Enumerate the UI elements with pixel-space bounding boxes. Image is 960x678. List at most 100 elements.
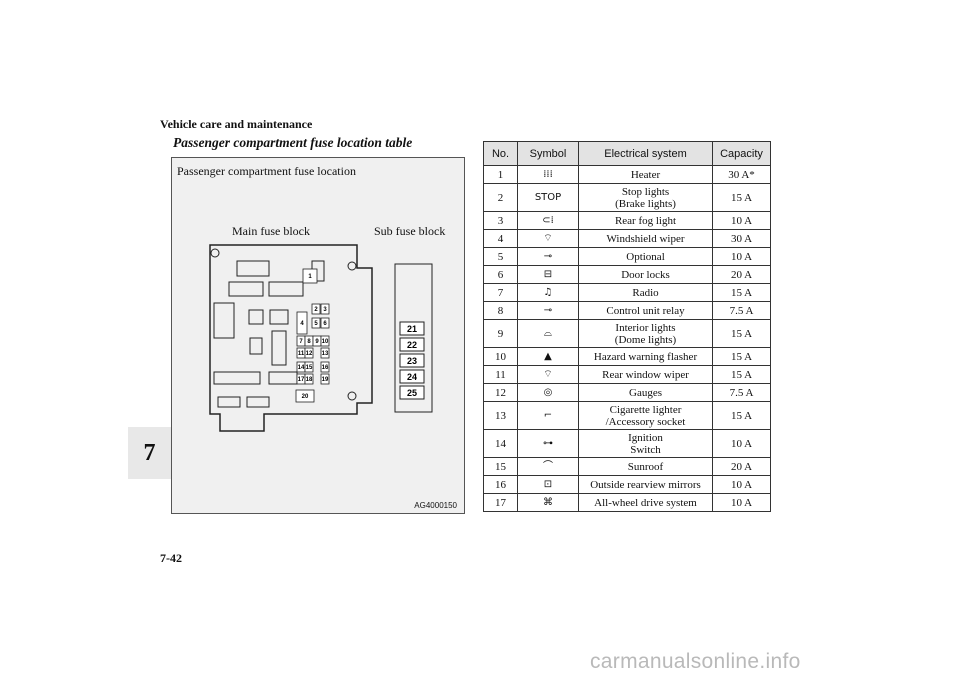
fuse-number: 6 <box>483 265 518 284</box>
main-fuse-number: 2 <box>314 307 318 313</box>
sub-fuse-number: 23 <box>407 356 417 366</box>
main-fuse-slot <box>320 303 330 315</box>
sub-fuse-slot <box>399 337 425 352</box>
sub-fuse-slot <box>399 353 425 368</box>
connector-slot <box>246 396 270 408</box>
main-fuse-slot <box>320 317 330 329</box>
sub-fuse-slot <box>399 385 425 400</box>
connector-slot <box>213 371 261 385</box>
connector-slot <box>217 396 241 408</box>
stop-icon: STOP <box>517 183 579 212</box>
capacity: 10 A <box>712 493 771 512</box>
fuse-number: 1 <box>483 165 518 184</box>
main-fuse-number: 18 <box>306 377 313 383</box>
fuse-number: 8 <box>483 301 518 320</box>
main-fuse-number: 19 <box>322 377 329 383</box>
plug-icon: ⊸ <box>517 247 579 266</box>
main-fuse-number: 12 <box>306 351 313 357</box>
main-fuse-number: 10 <box>322 339 329 345</box>
mount-hole <box>347 261 357 271</box>
fuse-number: 12 <box>483 383 518 402</box>
door-lock-icon: ⊟ <box>517 265 579 284</box>
connector-slot <box>268 371 298 385</box>
fuse-number: 16 <box>483 475 518 494</box>
dome-light-icon: ⌓ <box>517 319 579 348</box>
hazard-icon: ▲ <box>517 347 579 366</box>
capacity: 20 A <box>712 265 771 284</box>
sub-fuse-number: 22 <box>407 340 417 350</box>
heater-icon: ⁞⁞⁞ <box>517 165 579 184</box>
capacity: 7.5 A <box>712 383 771 402</box>
connector-slot <box>248 309 264 325</box>
capacity: 10 A <box>712 247 771 266</box>
main-fuse-number: 4 <box>300 321 304 327</box>
fuse-number: 14 <box>483 429 518 458</box>
main-fuse-block-outline <box>209 244 373 432</box>
electrical-system: Outside rearview mirrors <box>578 475 713 494</box>
fuse-number: 5 <box>483 247 518 266</box>
main-fuse-number: 7 <box>299 339 303 345</box>
relay-slot <box>236 260 270 277</box>
capacity: 15 A <box>712 183 771 212</box>
fuse-number: 11 <box>483 365 518 384</box>
connector-slot <box>269 309 289 325</box>
fuse-number: 7 <box>483 283 518 302</box>
sub-fuse-slot <box>399 369 425 384</box>
main-fuse-number: 1 <box>308 274 312 280</box>
connector-slot <box>249 337 263 355</box>
section-title: Passenger compartment fuse location tabl… <box>173 135 413 150</box>
fuse-number: 10 <box>483 347 518 366</box>
chapter-tab: 7 <box>128 427 171 479</box>
sub-fuse-block-outline <box>394 263 433 413</box>
fuse-number: 13 <box>483 401 518 430</box>
fuse-table: No. Symbol Electrical system Capacity 1⁞… <box>483 141 771 512</box>
sub-fuse-number: 21 <box>407 324 417 334</box>
electrical-system: Heater <box>578 165 713 184</box>
capacity: 20 A <box>712 457 771 476</box>
capacity: 7.5 A <box>712 301 771 320</box>
capacity: 15 A <box>712 365 771 384</box>
main-fuse-number: 13 <box>322 351 329 357</box>
wiper-icon: ⌔ <box>517 229 579 248</box>
connector-slot <box>228 281 264 297</box>
main-fuse-slot <box>320 347 330 359</box>
electrical-system: Cigarette lighter /Accessory socket <box>578 401 713 430</box>
electrical-system: Control unit relay <box>578 301 713 320</box>
main-fuse-slot <box>320 335 330 347</box>
electrical-system: Ignition Switch <box>578 429 713 458</box>
fuse-number: 3 <box>483 211 518 230</box>
connector-slot <box>271 330 287 366</box>
mount-hole <box>347 391 357 401</box>
electrical-system: Rear window wiper <box>578 365 713 384</box>
electrical-system: Windshield wiper <box>578 229 713 248</box>
fuse-number: 17 <box>483 493 518 512</box>
awd-icon: ⌘ <box>517 493 579 512</box>
fuse-number: 4 <box>483 229 518 248</box>
capacity: 10 A <box>712 211 771 230</box>
sunroof-icon: ⌒ <box>517 457 579 476</box>
table-row: 9⌓Interior lights (Dome lights)15 A <box>483 319 771 348</box>
capacity: 10 A <box>712 475 771 494</box>
main-fuse-slot <box>304 361 314 373</box>
main-fuse-slot <box>295 389 315 403</box>
sub-fuse-number: 24 <box>407 372 417 382</box>
capacity: 15 A <box>712 401 771 430</box>
sub-fuse-number: 25 <box>407 388 417 398</box>
sub-fuse-slot <box>399 321 425 336</box>
header-symbol: Symbol <box>517 141 579 166</box>
